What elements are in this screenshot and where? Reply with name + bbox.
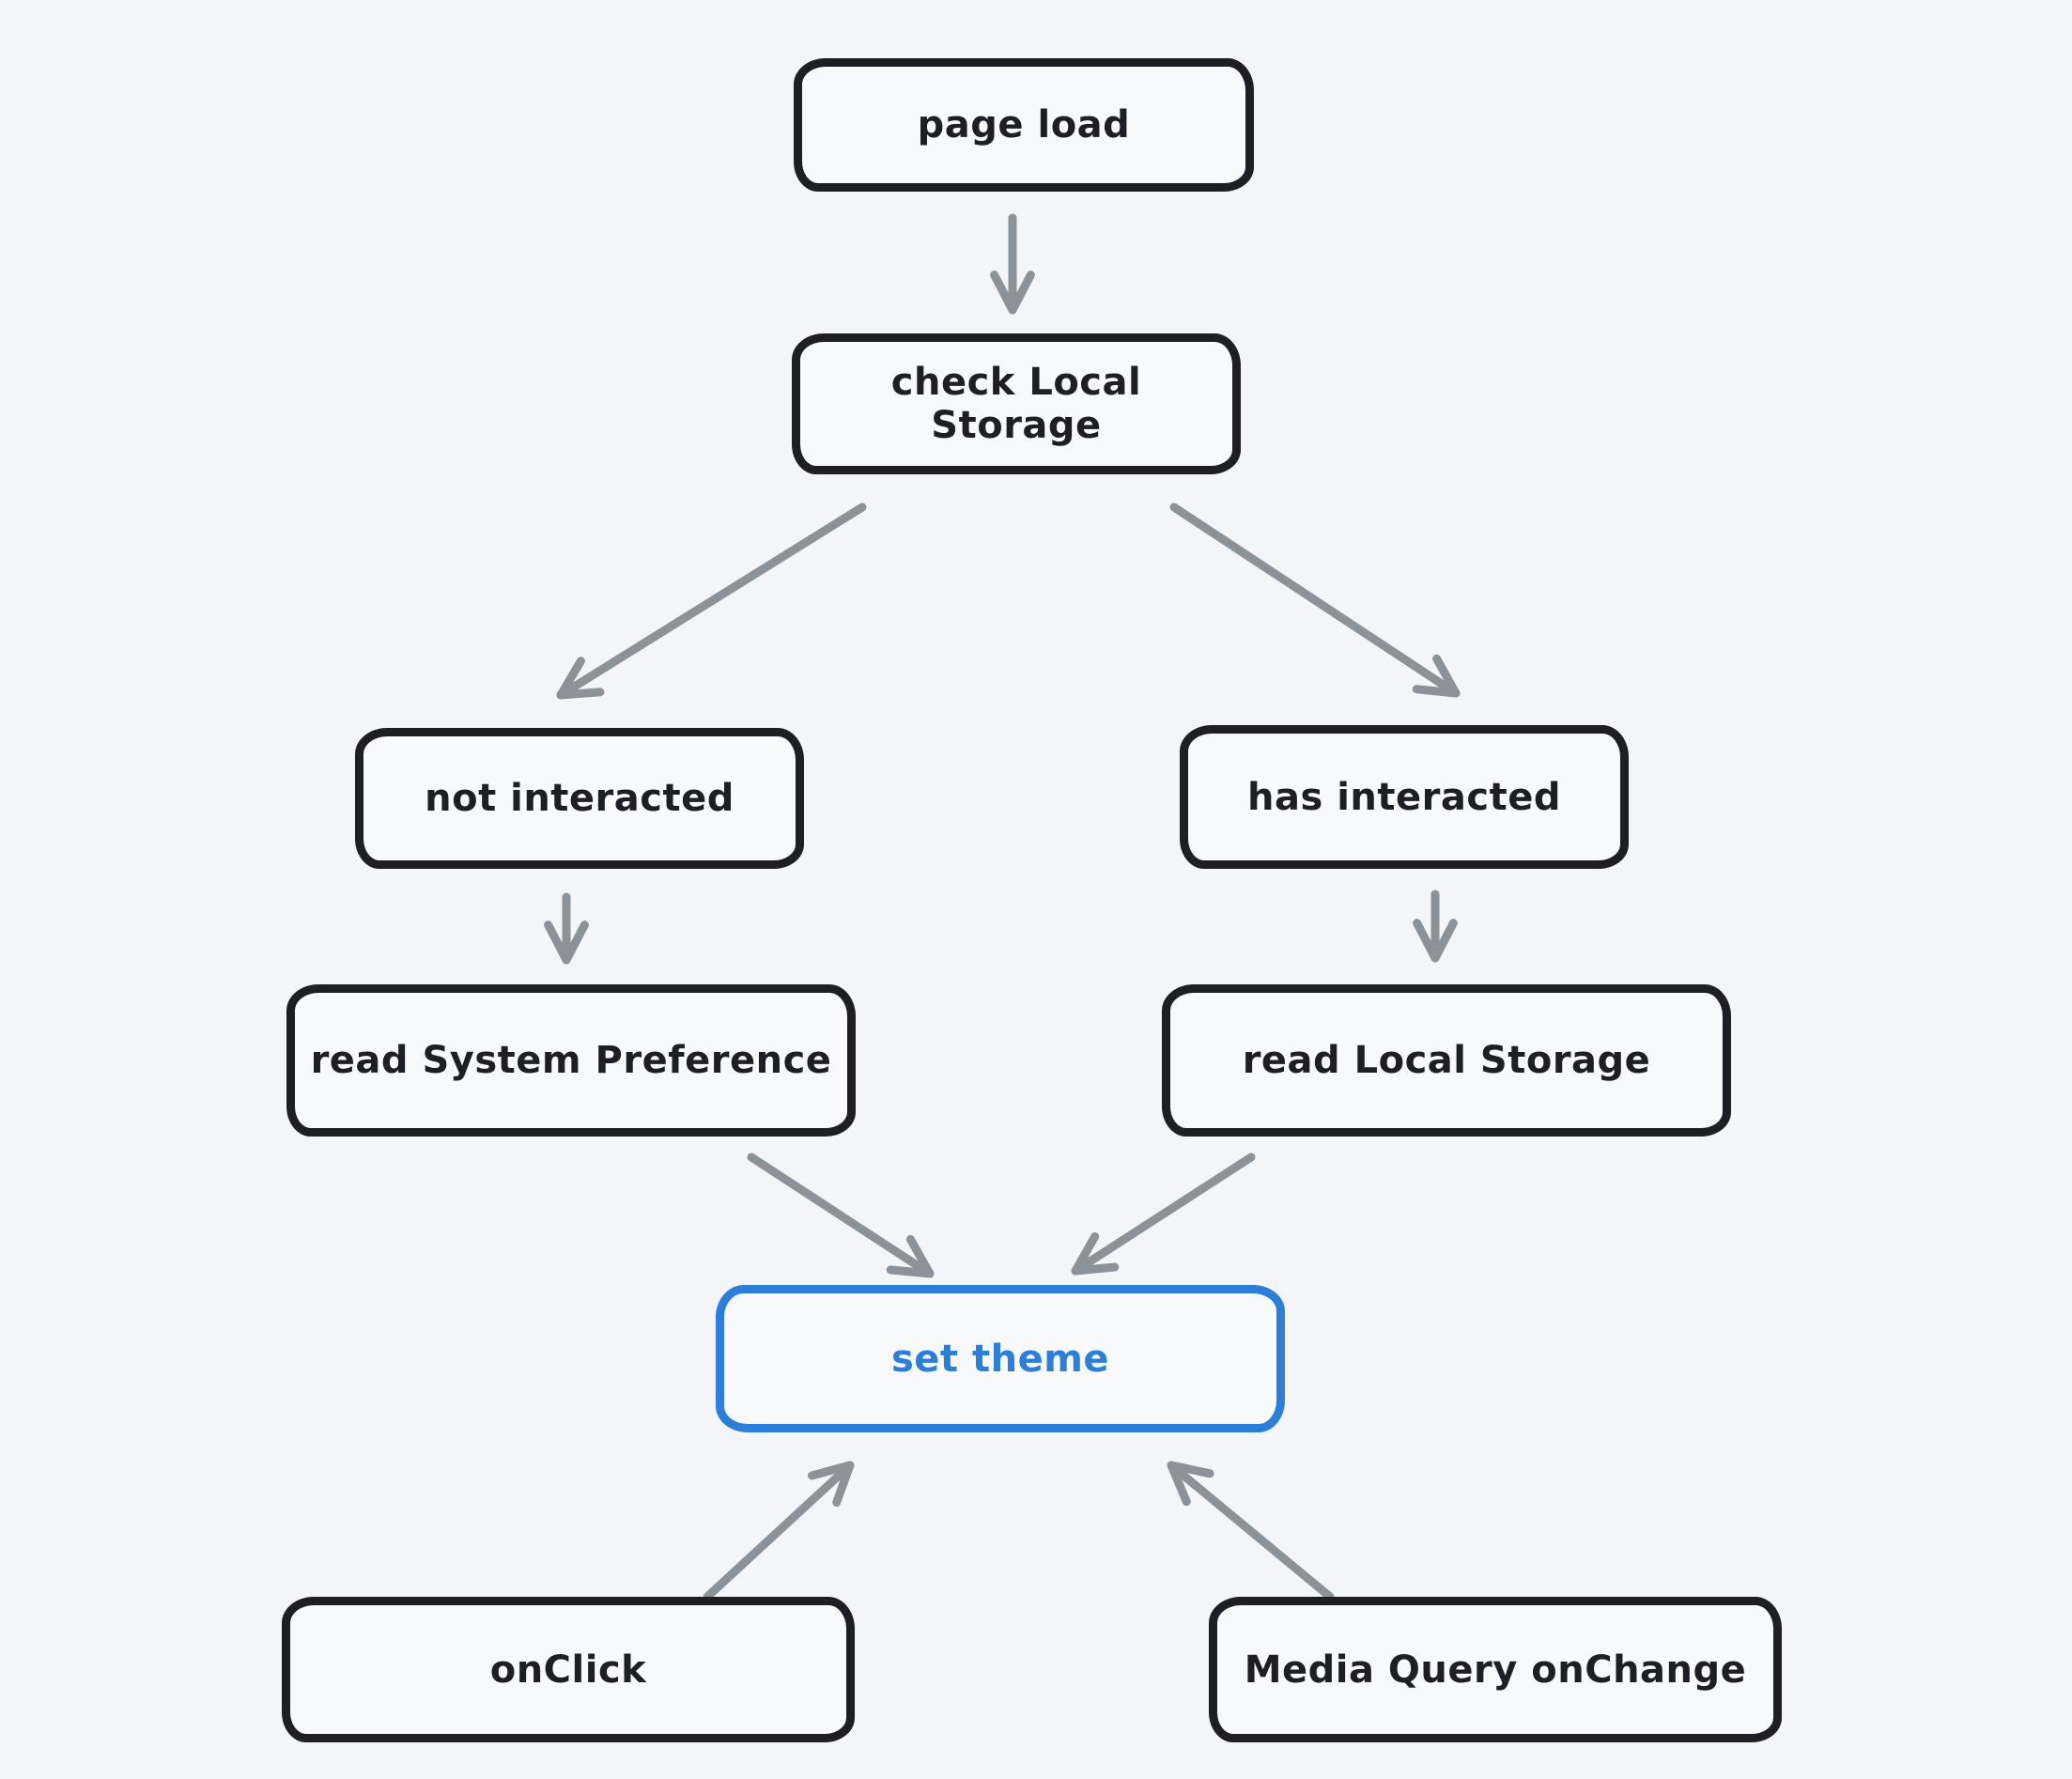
arrow-read_local_storage-to-set_theme <box>1071 1152 1256 1276</box>
node-label: has interacted <box>1247 775 1561 819</box>
node-label: page load <box>917 103 1131 147</box>
node-label: read Local Storage <box>1242 1039 1651 1082</box>
arrow-not_interacted-to-read_system_preference <box>544 892 589 965</box>
node-not-interacted: not interacted <box>355 728 804 869</box>
node-check-local-storage: check Local Storage <box>792 333 1241 474</box>
arrow-check_local_storage-to-not_interacted <box>556 503 867 700</box>
node-media-query-onchange: Media Query onChange <box>1209 1597 1782 1742</box>
arrow-check_local_storage-to-has_interacted <box>1169 503 1461 698</box>
arrow-onclick-to-set_theme <box>703 1461 855 1601</box>
arrow-has_interacted-to-read_local_storage <box>1413 890 1458 963</box>
arrow-media_query_onchange-to-set_theme <box>1167 1461 1335 1601</box>
node-read-local-storage: read Local Storage <box>1162 984 1731 1137</box>
node-label: not interacted <box>425 777 734 820</box>
node-label: onClick <box>489 1648 647 1692</box>
node-read-system-preference: read System Preference <box>286 984 856 1137</box>
node-page-load: page load <box>794 58 1254 192</box>
node-label: read System Preference <box>310 1039 832 1082</box>
node-label: Media Query onChange <box>1244 1648 1747 1692</box>
node-has-interacted: has interacted <box>1180 725 1629 869</box>
node-label: check Local Storage <box>890 361 1142 447</box>
arrow-read_system_preference-to-set_theme <box>747 1152 935 1278</box>
node-set-theme: set theme <box>716 1285 1285 1432</box>
node-onclick: onClick <box>282 1597 855 1742</box>
arrow-page_load-to-check_local_storage <box>990 213 1035 315</box>
node-label: set theme <box>890 1337 1110 1381</box>
